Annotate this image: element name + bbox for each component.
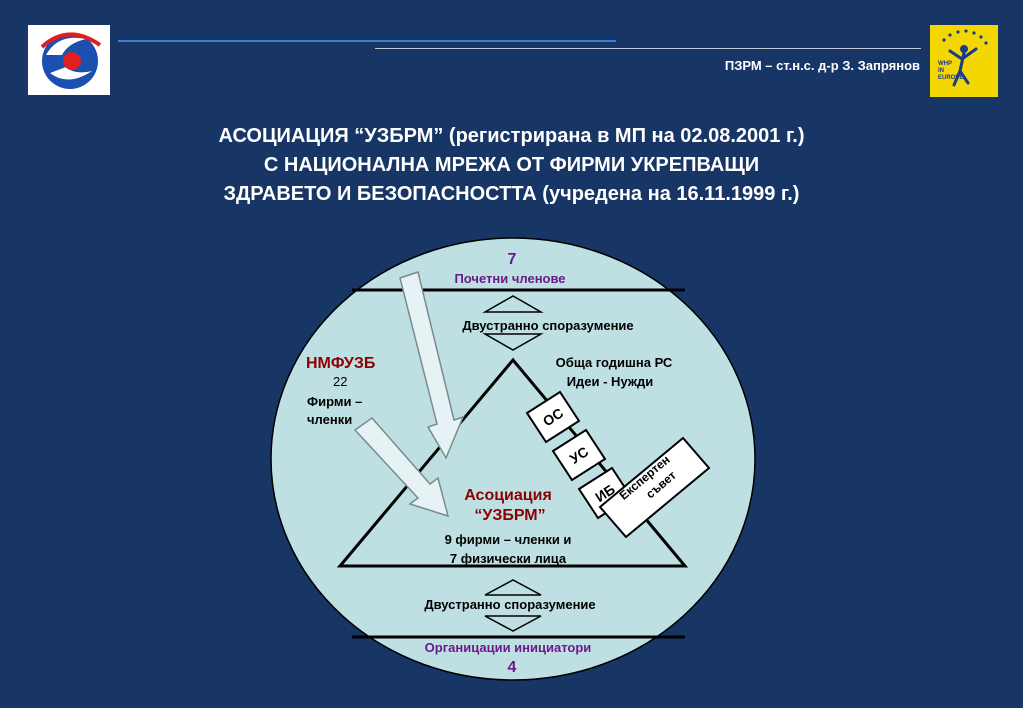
- agreement-top-label: Двустранно споразумение: [462, 318, 633, 333]
- title-line-2: С НАЦИОНАЛНА МРЕЖА ОТ ФИРМИ УКРЕПВАЩИ: [263, 154, 760, 176]
- nmfuzb-title: НМФУЗБ: [306, 355, 375, 372]
- agreement-top-arrow-down: [482, 333, 544, 351]
- nmfuzb-line-2: членки: [307, 412, 352, 427]
- arrow-honorary-to-association: [399, 271, 465, 460]
- slide-title: АСОЦИАЦИЯ “УЗБРМ” (регистрирана в МП на …: [100, 122, 923, 209]
- honorary-members-count: 7: [508, 251, 517, 268]
- agreement-bottom-arrow-up: [484, 579, 542, 596]
- annual-meeting-line-1: Обща годишна РС: [556, 355, 673, 370]
- initiator-orgs-label: Органицации инициатори: [425, 640, 592, 655]
- association-members-line-2: 7 физически лица: [450, 551, 567, 566]
- box-us: [551, 428, 607, 482]
- nmfuzb-line-1: Фирми –: [307, 394, 362, 409]
- agreement-bottom-label: Двустранно споразумение: [424, 597, 595, 612]
- association-name-line-2: “УЗБРМ”: [474, 507, 545, 524]
- bodies-boxes: [525, 390, 711, 539]
- agreement-bottom-arrow-down: [484, 615, 542, 632]
- annual-meeting-line-2: Идеи - Нужди: [567, 374, 654, 389]
- diagram-ellipse: [270, 237, 756, 681]
- organization-logo-graphic: [40, 32, 102, 89]
- association-name-line-1: Асоциация: [464, 487, 552, 504]
- title-line-3: ЗДРАВЕТО И БЕЗОПАСНОСТТА (учредена на 16…: [223, 183, 800, 205]
- honorary-members-label: Почетни членове: [454, 271, 565, 286]
- arrow-nmfuzb-to-association: [353, 416, 450, 518]
- box-expert-council: [598, 436, 711, 539]
- author-credit: ПЗРМ – ст.н.с. д-р З. Запрянов: [724, 58, 920, 73]
- agreement-top-arrow-up: [482, 295, 544, 313]
- title-line-1: АСОЦИАЦИЯ “УЗБРМ” (регистрирана в МП на …: [218, 125, 805, 147]
- box-os: [525, 390, 581, 444]
- association-members-line-1: 9 фирми – членки и: [445, 532, 572, 547]
- organization-logo: [28, 25, 110, 95]
- header-rule-gray: [375, 48, 921, 49]
- initiator-orgs-count: 4: [508, 659, 517, 676]
- header-rule-blue: [118, 40, 616, 42]
- nmfuzb-count: 22: [333, 374, 347, 389]
